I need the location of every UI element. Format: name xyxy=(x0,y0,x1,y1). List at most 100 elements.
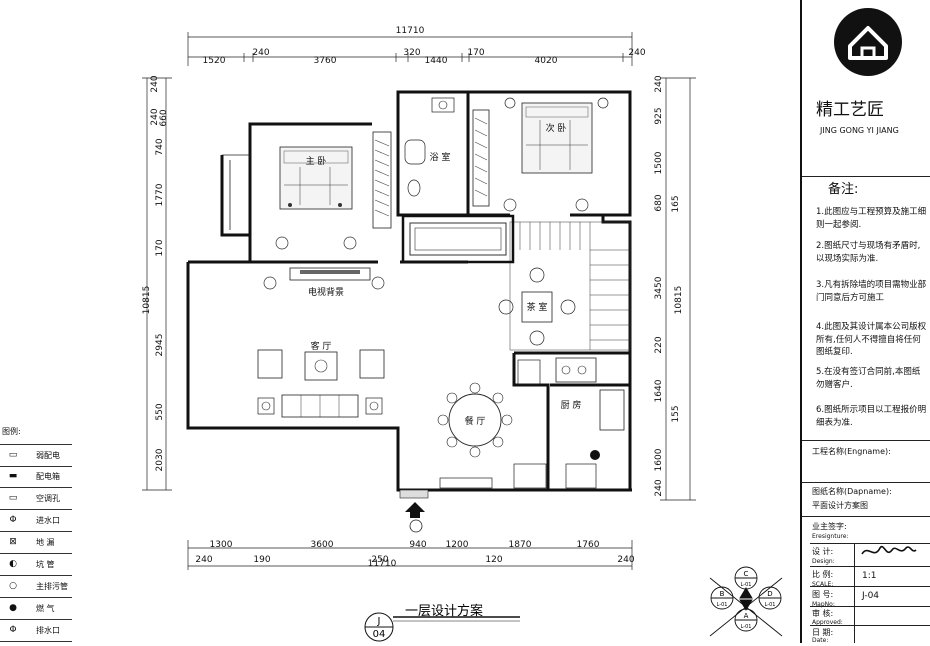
gas-icon: ● xyxy=(9,603,17,613)
top-dim-4: 320 xyxy=(403,48,420,58)
bottom-dim-10: 120 xyxy=(485,555,502,565)
bottom-dim-11: 240 xyxy=(617,555,634,565)
scale-label-en: SCALE: xyxy=(812,581,834,588)
legend-row: ◐ 坑 管 xyxy=(0,554,72,576)
divider xyxy=(810,566,930,567)
legend-row: ○ 主排污管 xyxy=(0,576,72,598)
compass-c-sub: L-01 xyxy=(741,582,752,588)
legend-row: ▭ 弱配电 xyxy=(0,444,72,467)
legend-label: 坑 管 xyxy=(36,560,55,569)
bottom-dim-2: 3600 xyxy=(311,540,334,550)
brand-name-en: JING GONG YI JIANG xyxy=(820,126,899,135)
right-dim-3: 1500 xyxy=(654,151,664,174)
note-1: 1.此图应与工程预算及施工细则一起参阅. xyxy=(816,207,927,230)
drawing-no-number: 04 xyxy=(373,629,386,640)
left-dim-4: 740 xyxy=(155,138,165,155)
dining-table xyxy=(437,382,513,458)
room-second-bedroom: 次 卧 xyxy=(546,122,567,134)
drawing-title-mark xyxy=(364,612,520,642)
top-dim-8: 240 xyxy=(628,48,645,58)
bottom-dim-7: 240 xyxy=(195,555,212,565)
bottom-dim-8: 190 xyxy=(253,555,270,565)
drawing-name-label: 图纸名称(Dapname): xyxy=(812,487,892,496)
section-compass xyxy=(709,566,783,637)
legend-row: ● 燃 气 xyxy=(0,598,72,620)
divider xyxy=(810,586,930,587)
legend-label: 排水口 xyxy=(36,626,60,635)
master-wardrobe xyxy=(372,131,392,229)
legend-label: 燃 气 xyxy=(36,604,55,613)
drawing-title: 一层设计方案 xyxy=(405,603,483,619)
bottom-dim-1: 1300 xyxy=(210,540,233,550)
divider xyxy=(810,625,930,626)
compass-b-sub: L-01 xyxy=(717,602,728,608)
legend-row: Φ 进水口 xyxy=(0,510,72,532)
room-dining: 餐 厅 xyxy=(465,415,486,427)
top-dim-5: 1440 xyxy=(425,56,448,66)
legend-label: 主排污管 xyxy=(36,582,68,591)
top-dim-6: 170 xyxy=(467,48,484,58)
compass-b: B xyxy=(720,590,725,598)
room-master-bedroom: 主 卧 xyxy=(306,155,327,167)
kitchen-counter xyxy=(439,357,625,489)
divider xyxy=(802,176,930,177)
right-dim-1: 240 xyxy=(654,75,664,92)
legend-label: 弱配电 xyxy=(36,451,60,460)
legend-row: ⊠ 地 漏 xyxy=(0,532,72,554)
legend-label: 地 漏 xyxy=(36,538,55,547)
tv-wall-label: 电视背景 xyxy=(308,286,344,298)
legend-row: ▬ 配电箱 xyxy=(0,466,72,488)
room-tea: 茶 室 xyxy=(527,301,548,313)
plants xyxy=(263,198,589,290)
left-total-dim: 10815 xyxy=(142,286,152,315)
left-dim-2: 240 xyxy=(150,108,160,125)
top-dim-3: 3760 xyxy=(314,56,337,66)
landing-frame xyxy=(401,214,515,264)
legend-row: Φ 排水口 xyxy=(0,620,72,642)
right-dim-6: 3450 xyxy=(654,276,664,299)
bath-fixtures xyxy=(404,97,455,197)
bottom-dim-4: 1200 xyxy=(446,540,469,550)
tv-cabinet xyxy=(289,267,371,281)
staircase xyxy=(509,221,631,351)
designer-signature xyxy=(861,545,917,555)
bottom-dim-9: 250 xyxy=(371,555,388,565)
title-block: 精工艺匠 JING GONG YI JIANG 备注: 1.此图应与工程预算及施… xyxy=(800,0,930,644)
date-label-en: Date: xyxy=(812,637,829,644)
legend-row: ▭ 空调孔 xyxy=(0,488,72,510)
right-dim-8: 1640 xyxy=(654,379,664,402)
right-dim-5: 165 xyxy=(671,195,681,212)
second-wardrobe xyxy=(472,109,490,207)
bottom-dimensions xyxy=(187,540,633,570)
legend-title: 图例: xyxy=(2,427,21,436)
note-3: 3.凡有拆除墙的项目需物业部门同意后方可施工 xyxy=(816,280,927,303)
divider xyxy=(802,440,930,441)
top-total-dim: 11710 xyxy=(396,26,425,36)
map-no-label: 图 号: xyxy=(812,590,834,599)
entry-door xyxy=(399,489,429,533)
master-bed xyxy=(279,146,353,210)
right-dim-9: 155 xyxy=(671,405,681,422)
main-drain-icon: ○ xyxy=(9,581,17,591)
top-dim-1: 1520 xyxy=(203,56,226,66)
divider xyxy=(802,482,930,483)
left-dim-5: 1770 xyxy=(155,183,165,206)
owner-sign-label-en: Eresignture: xyxy=(812,533,849,540)
left-dim-8: 550 xyxy=(155,403,165,420)
top-dim-7: 4020 xyxy=(535,56,558,66)
right-dim-7: 220 xyxy=(654,336,664,353)
right-total-dim: 10815 xyxy=(674,286,684,315)
living-sofa-set xyxy=(257,349,385,418)
compass-a: A xyxy=(744,612,749,620)
bottom-dim-5: 1870 xyxy=(509,540,532,550)
owner-sign-label: 业主签字: xyxy=(812,522,847,531)
scale-value: 1:1 xyxy=(862,571,877,581)
note-5: 5.在没有签订合同前,本图纸勿赠客户. xyxy=(816,367,921,390)
bottom-dim-6: 1760 xyxy=(577,540,600,550)
bottom-total-dim: 11710 xyxy=(368,559,397,569)
map-no-value: J-04 xyxy=(862,591,880,601)
legend-label: 进水口 xyxy=(36,516,60,525)
compass-d: D xyxy=(767,590,772,598)
brand-name: 精工艺匠 xyxy=(816,100,884,120)
design-label-en: Design: xyxy=(812,558,835,565)
